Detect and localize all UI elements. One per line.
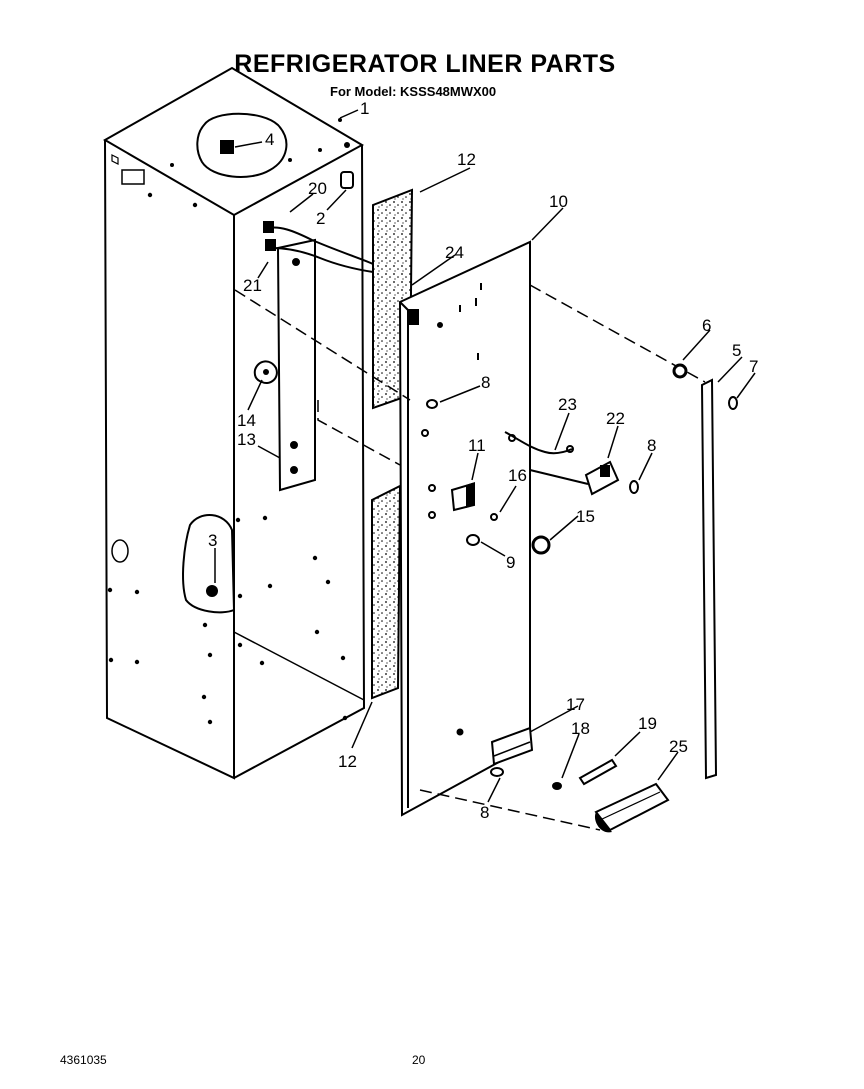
- plug-14: [253, 360, 278, 384]
- gasket-strip-5: [700, 378, 718, 780]
- callout-8-lower: 8: [480, 803, 489, 822]
- grommet-15-icon: [531, 535, 551, 555]
- nut-18-icon: [552, 782, 562, 790]
- foam-strip-12-lower: [371, 484, 402, 700]
- grommet-3-icon: [206, 585, 218, 597]
- fitting-4-icon: [220, 140, 234, 154]
- callout-9: 9: [506, 553, 515, 572]
- callout-7: 7: [749, 357, 758, 376]
- callout-labels: 1 2 3 4 5 6 7 8 8 8 9 10 11 12 12 13 14 …: [208, 99, 758, 822]
- callout-8-right: 8: [647, 436, 656, 455]
- callout-23: 23: [558, 395, 577, 414]
- trim-25-icon: [594, 782, 670, 833]
- liner-cabinet: [102, 66, 366, 780]
- bracket-17-icon: [490, 726, 534, 766]
- page-number: 20: [412, 1053, 426, 1067]
- callout-16: 16: [508, 466, 527, 485]
- light-bracket-13: [276, 238, 316, 492]
- callout-25: 25: [669, 737, 688, 756]
- callout-12-lower: 12: [338, 752, 357, 771]
- callout-8-upper: 8: [481, 373, 490, 392]
- cutaway-blob-left: [182, 514, 236, 614]
- document-number: 4361035: [60, 1053, 107, 1067]
- nut-6-icon: [672, 363, 688, 379]
- cabinet-holes: [107, 118, 348, 725]
- washer-16-icon: [490, 513, 498, 521]
- callout-18: 18: [571, 719, 590, 738]
- callout-1: 1: [360, 99, 369, 118]
- callout-15: 15: [576, 507, 595, 526]
- callout-20: 20: [308, 179, 327, 198]
- model-subtitle: For Model: KSSS48MWX00: [330, 84, 497, 99]
- callout-12-upper: 12: [457, 150, 476, 169]
- bumper-9-icon: [466, 534, 480, 546]
- page-title: REFRIGERATOR LINER PARTS: [234, 50, 616, 78]
- screw-8-upper-icon: [426, 399, 438, 409]
- callout-2: 2: [316, 209, 325, 228]
- hardware-parts: [426, 363, 738, 833]
- callout-5: 5: [732, 341, 741, 360]
- cutaway-blob-top: [196, 112, 288, 178]
- screw-8-lower-icon: [490, 767, 504, 777]
- clip-2: [340, 142, 354, 189]
- leader-lines: [214, 109, 756, 803]
- door-panel-10: [398, 240, 531, 817]
- wire-23-icon: [504, 431, 589, 485]
- callout-3: 3: [208, 531, 217, 550]
- wire-harness-20: [263, 221, 374, 273]
- callout-19: 19: [638, 714, 657, 733]
- callout-17: 17: [566, 695, 585, 714]
- callout-10: 10: [549, 192, 568, 211]
- switch-22-icon: [584, 460, 620, 496]
- screw-8-right-icon: [629, 480, 639, 494]
- screw-7-icon: [728, 396, 738, 410]
- callout-6: 6: [702, 316, 711, 335]
- callout-11: 11: [468, 436, 486, 455]
- pin-19-icon: [578, 758, 618, 786]
- callout-14: 14: [237, 411, 256, 430]
- callout-13: 13: [237, 430, 256, 449]
- callout-24: 24: [445, 243, 464, 262]
- callout-4: 4: [265, 130, 274, 149]
- callout-22: 22: [606, 409, 625, 428]
- callout-21: 21: [243, 276, 262, 295]
